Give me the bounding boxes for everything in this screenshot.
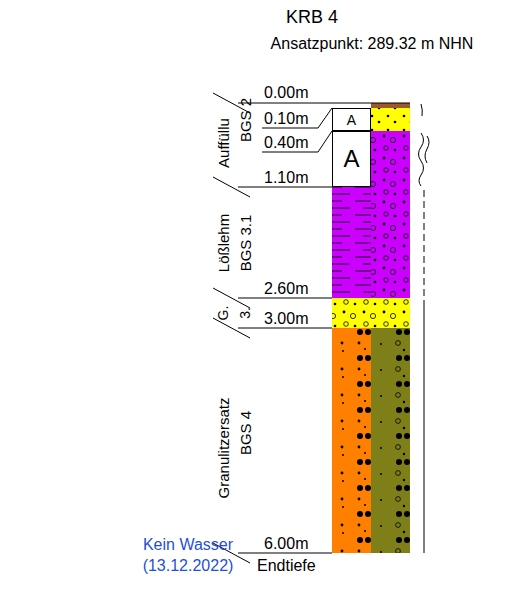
layer-name: Auffüllu xyxy=(216,118,231,168)
fill-box: A xyxy=(332,131,371,187)
depth-label: 0.10m xyxy=(264,111,308,127)
layer-name: G. xyxy=(216,306,230,321)
depth-label: 0.00m xyxy=(264,85,308,101)
soil-class: BGS 4 xyxy=(238,411,253,455)
depth-label: 3.00m xyxy=(264,311,308,327)
soil-class: BGS 2 xyxy=(238,98,253,142)
fill-box: A xyxy=(332,108,371,131)
layer-name: Lößlehm xyxy=(216,214,231,272)
depth-label: 0.40m xyxy=(264,135,308,151)
fill-code: A xyxy=(343,147,359,171)
fill-code: A xyxy=(347,113,356,127)
start-elevation: Ansatzpunkt: 289.32 m NHN xyxy=(271,36,474,52)
soil-class: BGS 3.1 xyxy=(238,215,253,272)
log-title: KRB 4 xyxy=(286,8,338,26)
depth-label: 2.60m xyxy=(264,281,308,297)
end-depth-note: Endtiefe xyxy=(257,558,316,574)
depth-label: 6.00m xyxy=(264,536,308,552)
water-note: Kein Wasser xyxy=(143,537,233,553)
soil-class: 3. xyxy=(238,307,252,319)
water-date: (13.12.2022) xyxy=(143,558,234,574)
depth-label: 1.10m xyxy=(264,170,308,186)
layer-name: Granulitzersatz xyxy=(216,398,231,499)
